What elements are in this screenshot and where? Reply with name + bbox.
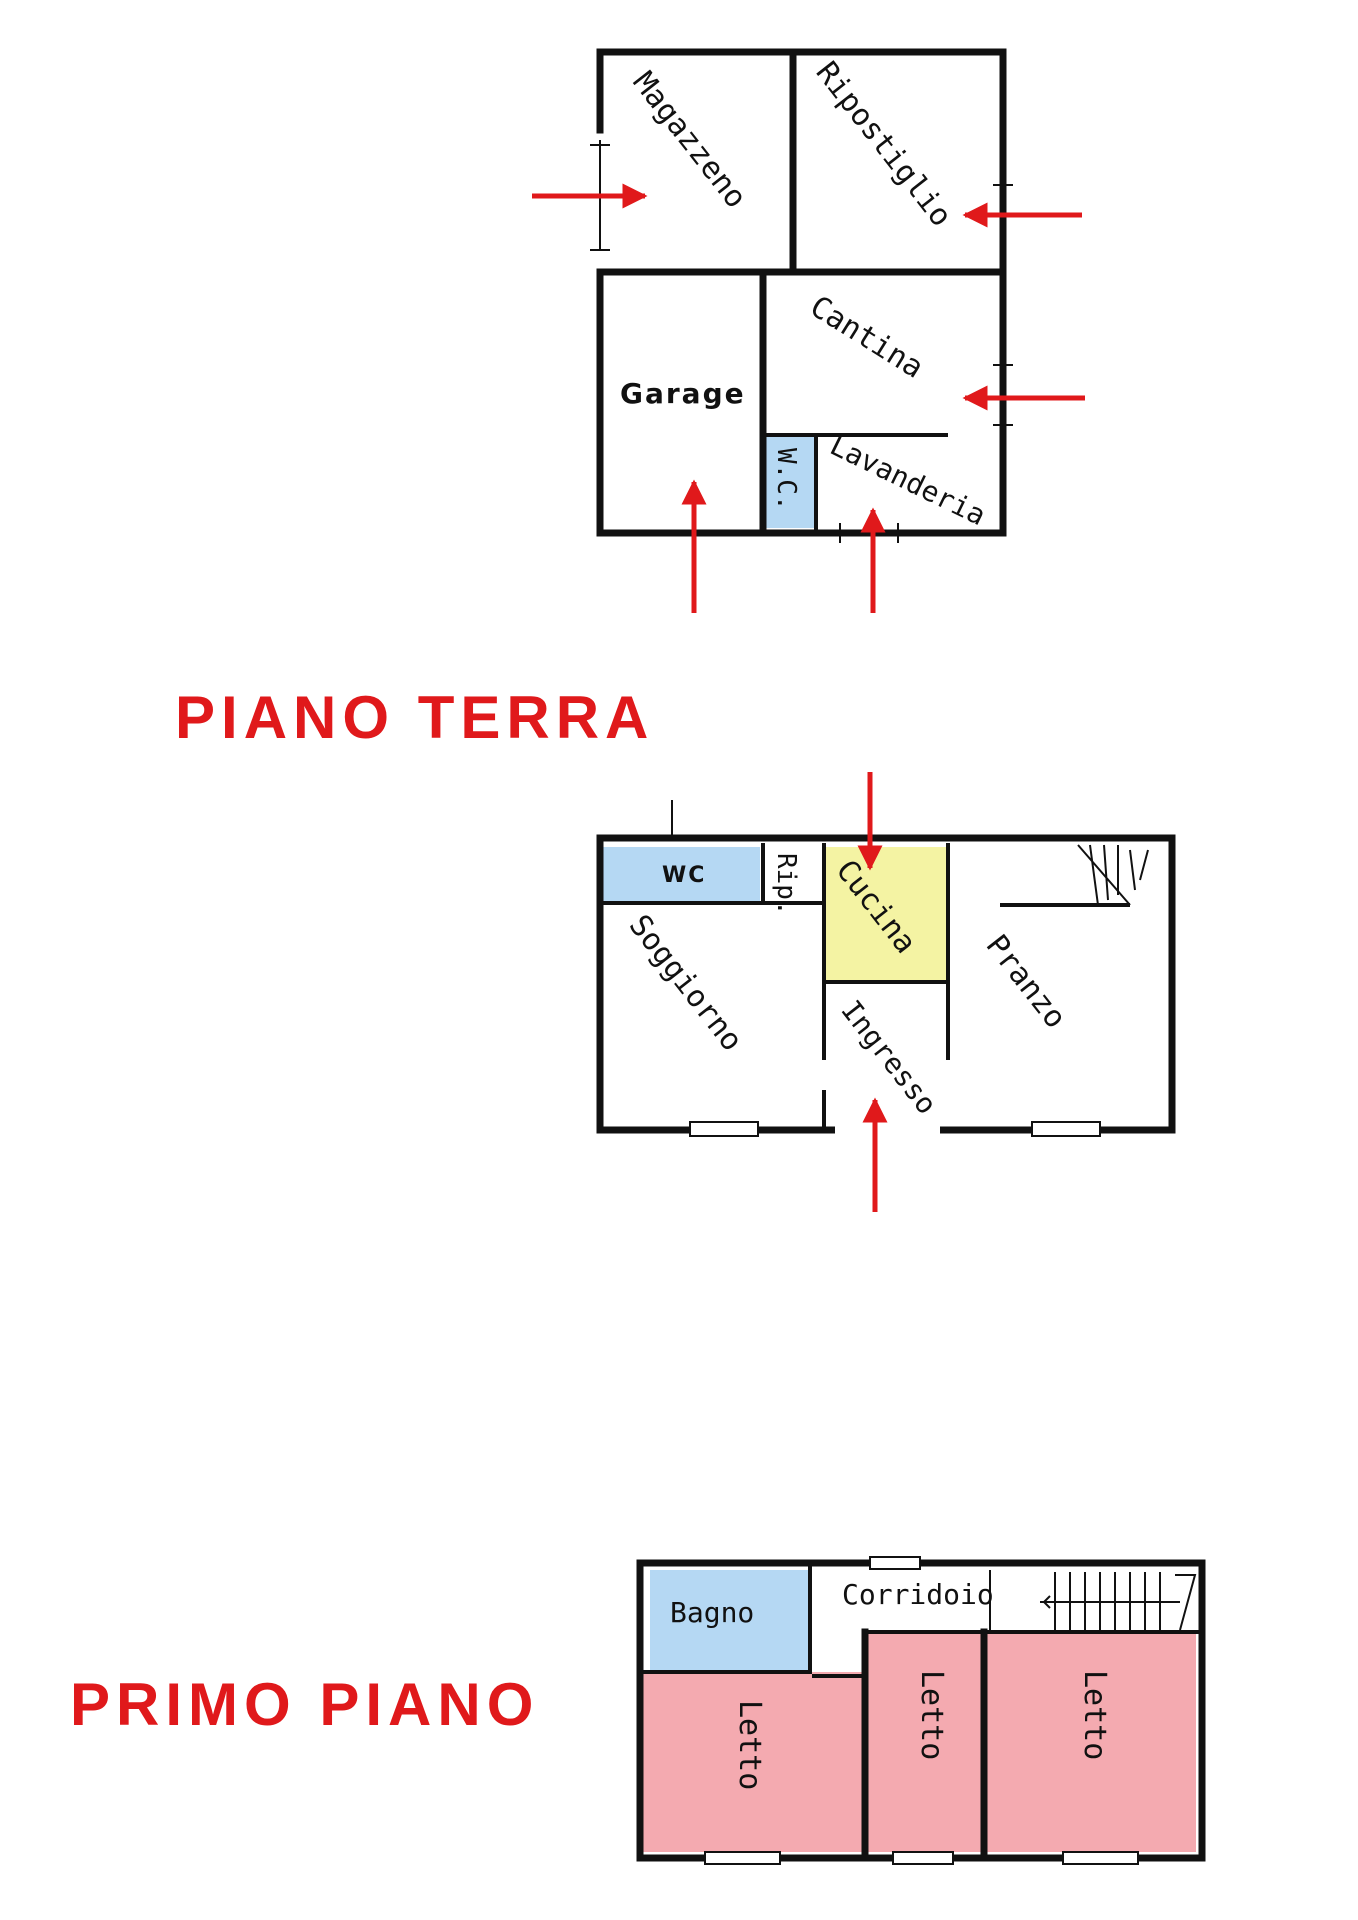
room-label-pranzo: Pranzo	[979, 928, 1073, 1035]
ground-floor-plan: WC Rip. Cucina Soggiorno Ingresso Pranzo	[596, 800, 1176, 1137]
wc-fill	[603, 847, 760, 902]
first-floor-title: PRIMO PIANO	[70, 1671, 539, 1738]
first-window-3	[892, 1851, 954, 1865]
room-label-cantina: Cantina	[804, 289, 930, 386]
room-label-rip: Rip.	[771, 853, 801, 916]
room-label-magazzeno: Magazzeno	[626, 65, 754, 215]
ground-door-gap	[835, 1122, 940, 1136]
room-label-bagno: Bagno	[670, 1596, 754, 1629]
room-label-wc: WC	[662, 863, 706, 888]
room-label-garage: Garage	[620, 377, 746, 410]
ground-floor-stairs	[1077, 844, 1149, 906]
stairs-arrow	[1042, 1595, 1060, 1609]
room-label-lavanderia: Lavanderia	[825, 429, 991, 533]
room-label-ingresso: Ingresso	[834, 994, 943, 1121]
top-plan: Magazzeno Ripostiglio Cantina Garage W.C…	[590, 48, 1013, 543]
letto-3-fill	[986, 1632, 1196, 1852]
red-arrows	[532, 183, 1085, 1212]
first-floor-plan: Bagno Corridoio Letto Letto Letto	[636, 1556, 1206, 1865]
ground-window-1	[689, 1121, 759, 1137]
room-label-wc-small: W.C.	[771, 448, 801, 511]
room-label-corridoio: Corridoio	[842, 1578, 994, 1611]
ground-window-2	[1031, 1121, 1101, 1137]
first-window-4	[1062, 1851, 1139, 1865]
first-window-2	[704, 1851, 781, 1865]
top-plan-outer-walls	[596, 48, 1007, 537]
room-label-ripostiglio: Ripostiglio	[809, 55, 959, 233]
first-window-1	[869, 1556, 921, 1570]
first-floor-stairs	[1040, 1572, 1197, 1631]
room-label-letto-3: Letto	[1077, 1670, 1112, 1760]
bagno-fill	[650, 1570, 808, 1672]
room-label-letto-2: Letto	[914, 1670, 949, 1760]
letto-2-fill	[867, 1632, 982, 1852]
room-label-letto-1: Letto	[732, 1700, 767, 1790]
cucina-fill	[824, 847, 946, 982]
wc-small-fill	[763, 435, 816, 528]
letto-1-fill	[643, 1672, 863, 1852]
room-label-soggiorno: Soggiorno	[622, 908, 750, 1058]
ground-floor-title: PIANO TERRA	[175, 684, 654, 751]
